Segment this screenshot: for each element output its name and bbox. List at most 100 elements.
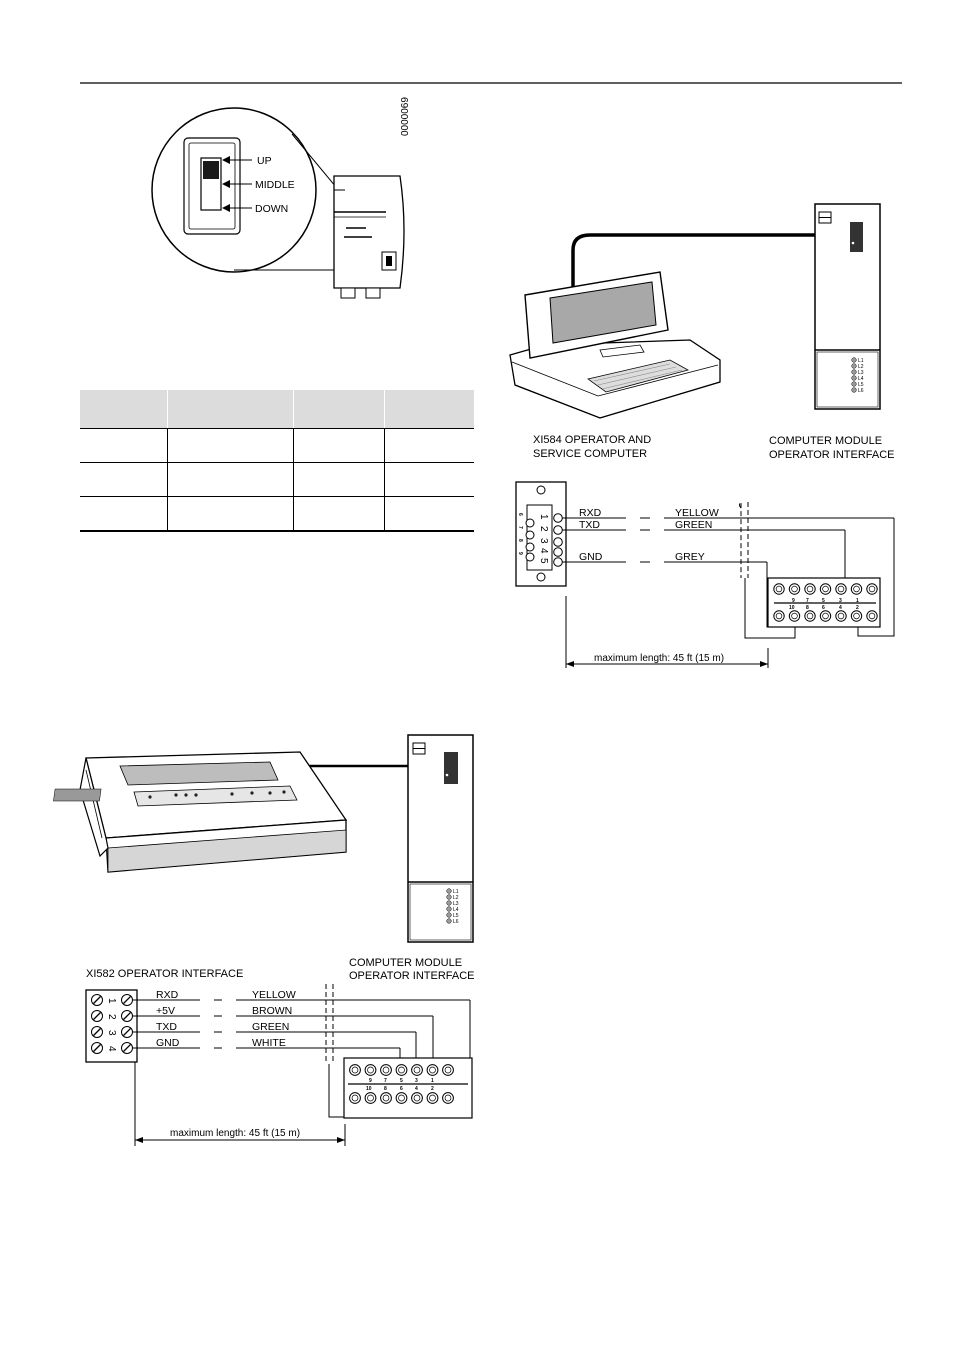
terminal-socket-icon — [835, 610, 847, 622]
xi584-device-label-line2: SERVICE COMPUTER — [533, 448, 647, 460]
terminal-socket-inner-icon — [791, 585, 798, 593]
terminal-number: 5 — [822, 598, 825, 604]
table-row — [80, 496, 474, 532]
terminal-number: 2 — [856, 605, 859, 611]
terminal-number: 1 — [856, 598, 859, 604]
terminal-socket-inner-icon — [351, 1066, 359, 1074]
table-header-cell — [80, 390, 168, 429]
terminal-socket-inner-icon — [775, 612, 783, 620]
terminal-number: 9 — [792, 598, 795, 604]
led-label: L6 — [453, 919, 459, 925]
db9-pin-label: 4 — [538, 548, 549, 554]
terminal-socket-icon — [819, 583, 832, 595]
table-cell — [293, 462, 385, 497]
terminal-socket-inner-icon — [853, 612, 860, 620]
spec-table — [80, 390, 474, 532]
terminal-socket-inner-icon — [837, 612, 845, 620]
wire-color-label: GREEN — [252, 1021, 289, 1033]
terminal-socket-inner-icon — [367, 1094, 374, 1102]
wire-color-label: GREEN — [675, 519, 712, 531]
terminal-number: 2 — [106, 1014, 117, 1020]
terminal-number: 1 — [431, 1078, 434, 1084]
terminal-socket-inner-icon — [413, 1094, 421, 1102]
terminal-socket-inner-icon — [398, 1094, 405, 1102]
terminal-socket-icon — [364, 1092, 377, 1104]
led-indicator-icon — [446, 894, 452, 900]
terminal-socket-icon — [380, 1064, 392, 1076]
wire-color-label: YELLOW — [252, 989, 296, 1001]
switch-up-label: UP — [257, 155, 272, 167]
operator-computer-icon — [509, 271, 721, 419]
terminal-number: 10 — [789, 605, 795, 611]
table-cell — [80, 462, 168, 497]
db9-side-pin-label: 8 — [517, 539, 523, 542]
led-label: L4 — [453, 907, 459, 913]
terminal-socket-icon — [349, 1064, 361, 1076]
db9-pin-label: 1 — [538, 514, 549, 520]
wire-signal-label: RXD — [579, 507, 602, 519]
figure-code: 0000069 — [400, 97, 411, 136]
terminal-number: 4 — [415, 1086, 418, 1092]
table-cell — [293, 428, 385, 463]
db9-pin-label: 2 — [538, 526, 549, 532]
table-cell — [167, 462, 294, 497]
terminal-socket-icon — [850, 610, 863, 622]
computer-module-icon — [814, 203, 881, 410]
wire-signal-label: TXD — [156, 1021, 177, 1033]
xi584-shield-icon — [739, 500, 749, 578]
table-cell — [80, 428, 168, 463]
terminal-socket-inner-icon — [444, 1094, 452, 1102]
screw-slot-icon — [93, 1012, 101, 1020]
terminal-number: 7 — [806, 598, 809, 604]
terminal-socket-inner-icon — [775, 585, 783, 593]
led-indicator-icon — [446, 900, 452, 906]
terminal-socket-icon — [411, 1092, 423, 1104]
switch-slider-icon — [200, 157, 222, 211]
terminal-socket-inner-icon — [413, 1066, 421, 1074]
led-indicator-icon — [446, 912, 452, 918]
screw-slot-icon — [123, 1012, 131, 1020]
table-header-cell — [293, 390, 385, 429]
wire-signal-label: GND — [579, 551, 603, 563]
terminal-number: 9 — [369, 1078, 372, 1084]
terminal-number: 2 — [431, 1086, 434, 1092]
wire-color-label: WHITE — [252, 1037, 286, 1049]
terminal-socket-inner-icon — [806, 612, 814, 620]
terminal-socket-icon — [866, 610, 878, 622]
wire-signal-label: RXD — [156, 989, 179, 1001]
led-label: L2 — [453, 895, 459, 901]
terminal-socket-icon — [788, 583, 801, 595]
terminal-socket-inner-icon — [822, 585, 829, 593]
led-indicator-icon — [446, 918, 452, 924]
terminal-number: 3 — [106, 1030, 117, 1036]
terminal-socket-icon — [395, 1092, 408, 1104]
switch-middle-label: MIDDLE — [255, 179, 295, 191]
led-indicator-icon — [446, 906, 452, 912]
switch-down-label: DOWN — [255, 203, 288, 215]
table-cell — [384, 428, 474, 463]
xi584-terminal-sockets — [773, 583, 878, 622]
db9-side-pin-label: 9 — [517, 552, 523, 555]
table-cell — [167, 428, 294, 463]
terminal-number: 3 — [839, 598, 842, 604]
led-indicator-icon — [851, 357, 857, 363]
table-cell — [384, 496, 474, 532]
wire-signal-label: +5V — [156, 1005, 175, 1017]
terminal-socket-icon — [349, 1092, 361, 1104]
terminal-socket-icon — [804, 610, 816, 622]
terminal-socket-inner-icon — [791, 612, 798, 620]
table-row — [80, 462, 474, 497]
terminal-socket-inner-icon — [382, 1094, 390, 1102]
terminal-number: 7 — [384, 1078, 387, 1084]
xi584-module-label-line2: OPERATOR INTERFACE — [769, 449, 895, 461]
terminal-socket-icon — [380, 1092, 392, 1104]
terminal-socket-inner-icon — [868, 585, 876, 593]
terminal-number: 6 — [400, 1086, 403, 1092]
terminal-socket-icon — [819, 610, 832, 622]
xi582-device-label: XI582 OPERATOR INTERFACE — [86, 968, 243, 980]
wire-color-label: YELLOW — [675, 507, 719, 519]
